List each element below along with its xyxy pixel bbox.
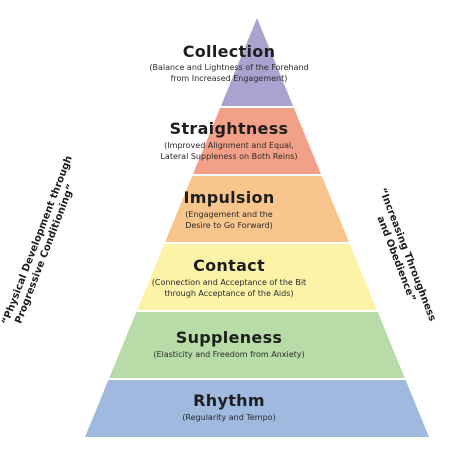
layer-subtitle-collection-line2: from Increased Engagement) (170, 74, 288, 83)
layer-subtitle-straightness-line1: (Improved Alignment and Equal, (164, 141, 294, 150)
layer-title-rhythm: Rhythm (193, 391, 265, 410)
layer-subtitle-impulsion-line2: Desire to Go Forward) (185, 221, 273, 230)
layer-subtitle-collection-line1: (Balance and Lightness of the Forehand (149, 63, 309, 72)
layer-subtitle-impulsion-line1: (Engagement and the (185, 210, 273, 219)
layer-subtitle-contact-line1: (Connection and Acceptance of the Bit (151, 278, 307, 287)
layer-subtitle-contact-line2: through Acceptance of the Aids) (164, 289, 294, 298)
layer-title-collection: Collection (182, 42, 276, 61)
pyramid-band-straightness (192, 107, 322, 175)
layer-title-straightness: Straightness (169, 119, 289, 138)
layer-subtitle-straightness-line2: Lateral Suppleness on Both Reins) (160, 152, 298, 161)
pyramid-band-suppleness (108, 311, 406, 379)
layer-title-impulsion: Impulsion (183, 188, 275, 207)
layer-subtitle-suppleness-line1: (Elasticity and Freedom from Anxiety) (153, 350, 305, 359)
pyramid-band-contact (136, 243, 378, 311)
pyramid-band-collection (220, 18, 294, 107)
layer-title-contact: Contact (193, 256, 265, 275)
layer-title-suppleness: Suppleness (175, 328, 283, 347)
layer-subtitle-rhythm-line1: (Regularity and Tempo) (182, 413, 276, 422)
pyramid-band-rhythm (85, 379, 429, 437)
pyramid-band-impulsion (164, 175, 350, 243)
